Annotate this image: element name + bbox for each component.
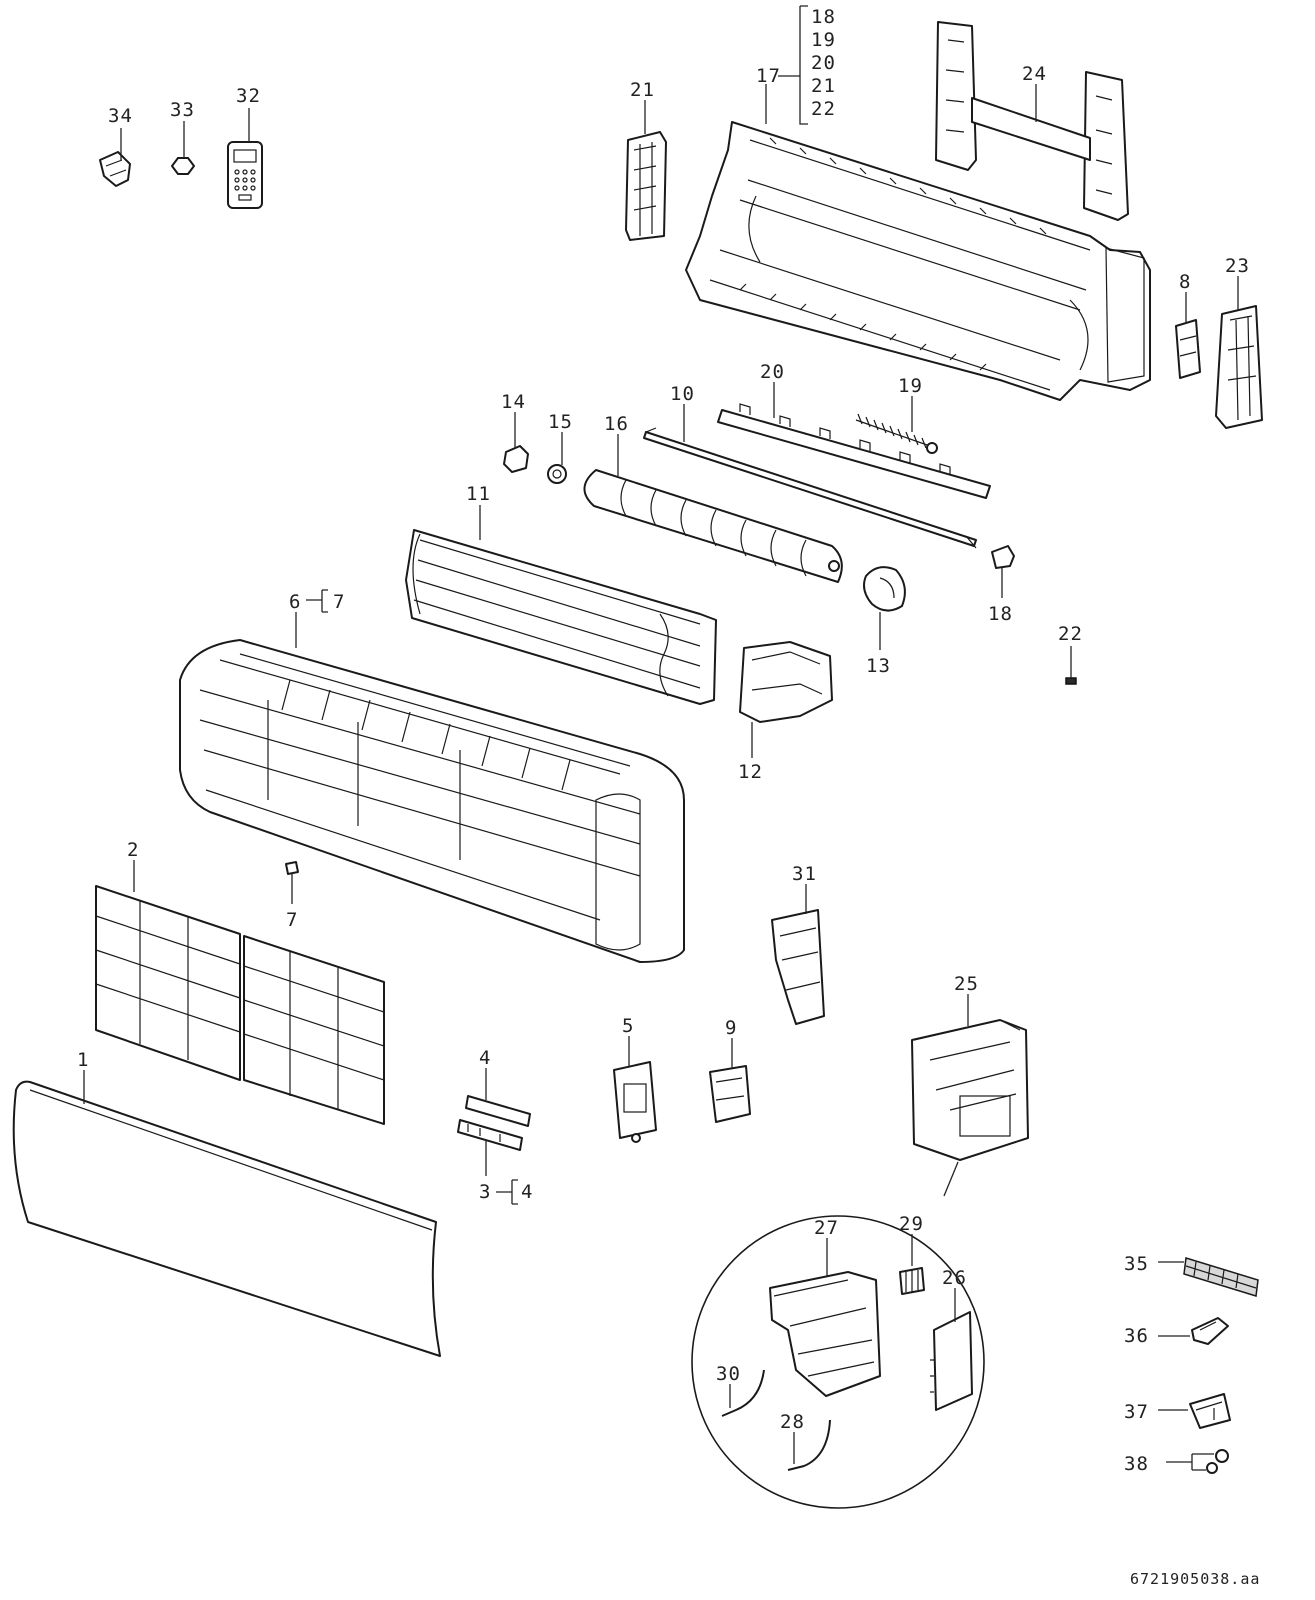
callout-30: 30 — [716, 1363, 741, 1385]
part-1-front-panel: 1 — [12, 1049, 441, 1357]
part-12-motor-bracket: 12 — [738, 641, 833, 783]
callout-28: 28 — [780, 1411, 805, 1433]
callout-16: 16 — [604, 413, 629, 435]
part-20-louver-linkage: 20 — [717, 361, 991, 499]
part-23-terminal-bracket: 23 — [1215, 255, 1263, 429]
part-37-holder: 37 — [1124, 1393, 1231, 1429]
callout-24: 24 — [1022, 63, 1047, 85]
callout-35: 35 — [1124, 1253, 1149, 1275]
callout-14: 14 — [501, 391, 526, 413]
callout-10: 10 — [670, 383, 695, 405]
callout-3-sub: 4 — [521, 1181, 533, 1203]
part-22-screw: 22 — [1058, 623, 1083, 685]
callout-4: 4 — [479, 1047, 491, 1069]
part-9-sensor-holder: 9 — [709, 1017, 751, 1123]
part-14-bearing: 14 — [501, 391, 529, 473]
part-17-chassis: 17 18 19 20 21 22 — [685, 5, 1151, 401]
part-5-control-cover: 5 — [613, 1015, 657, 1143]
part-31-electric-bracket: 31 — [771, 863, 825, 1025]
callout-7: 7 — [286, 909, 298, 931]
callout-6: 6 — [289, 591, 301, 613]
part-7-clip: 7 — [285, 861, 299, 931]
part-29-connector: 29 — [899, 1213, 925, 1295]
part-6-front-housing: 6 7 — [179, 589, 685, 963]
part-10-louver-shaft: 10 — [643, 383, 977, 549]
callout-36: 36 — [1124, 1325, 1149, 1347]
part-19-spring: 19 — [855, 375, 938, 454]
part-8-bracket: 8 — [1175, 271, 1201, 379]
callout-17-sub-0: 18 — [811, 6, 836, 28]
callout-29: 29 — [899, 1213, 924, 1235]
callout-2: 2 — [127, 839, 139, 861]
part-11-evaporator: 11 — [405, 483, 717, 705]
part-27-control-box: 27 — [769, 1217, 881, 1397]
callout-13: 13 — [866, 655, 891, 677]
part-33-nut: 33 — [170, 99, 195, 175]
part-16-crossflow-fan: 16 — [583, 413, 843, 583]
part-4-display-cover: 4 — [465, 1047, 531, 1127]
part-24-mounting-plate: 24 — [935, 21, 1129, 221]
callout-19: 19 — [898, 375, 923, 397]
part-35-filter-mesh: 35 — [1124, 1253, 1259, 1297]
callout-17-sub-1: 19 — [811, 29, 836, 51]
callout-25: 25 — [954, 973, 979, 995]
part-34-drain-connector: 34 — [99, 105, 133, 187]
callout-8: 8 — [1179, 271, 1191, 293]
callout-33: 33 — [170, 99, 195, 121]
part-26-pcb: 26 — [930, 1267, 973, 1411]
callout-26: 26 — [942, 1267, 967, 1289]
part-28-pipe-sensor: 28 — [780, 1411, 831, 1471]
part-21-side-bracket: 21 — [625, 79, 667, 241]
part-32-remote-control: 32 — [227, 85, 263, 209]
callout-32: 32 — [236, 85, 261, 107]
callout-17-sub-3: 21 — [811, 75, 836, 97]
callout-23: 23 — [1225, 255, 1250, 277]
callout-21: 21 — [630, 79, 655, 101]
callout-17-sub-2: 20 — [811, 52, 836, 74]
part-38-screws: 38 — [1124, 1449, 1229, 1475]
part-2-air-filters: 2 — [95, 839, 385, 1125]
callout-22: 22 — [1058, 623, 1083, 645]
part-30-temperature-sensor: 30 — [716, 1363, 765, 1417]
callout-17: 17 — [756, 65, 781, 87]
part-18-bearing-seat: 18 — [988, 545, 1015, 625]
callout-11: 11 — [466, 483, 491, 505]
callout-18: 18 — [988, 603, 1013, 625]
callout-15: 15 — [548, 411, 573, 433]
part-25-electrical-box: 25 — [911, 973, 1029, 1197]
callout-3: 3 — [479, 1181, 491, 1203]
callout-20: 20 — [760, 361, 785, 383]
callout-38: 38 — [1124, 1453, 1149, 1475]
part-3-display-board: 3 4 — [457, 1119, 533, 1205]
callout-9: 9 — [725, 1017, 737, 1039]
callout-37: 37 — [1124, 1401, 1149, 1423]
part-15-bearing-holder: 15 — [547, 411, 573, 484]
callout-27: 27 — [814, 1217, 839, 1239]
drawing-reference: 6721905038.aa — [1130, 1570, 1260, 1588]
callout-6-sub: 7 — [333, 591, 345, 613]
part-13-fan-motor: 13 — [863, 566, 906, 677]
callout-12: 12 — [738, 761, 763, 783]
callout-17-sub-4: 22 — [811, 98, 836, 120]
callout-1: 1 — [77, 1049, 89, 1071]
callout-5: 5 — [622, 1015, 634, 1037]
part-36-filter-element: 36 — [1124, 1317, 1229, 1347]
electrical-detail-circle: 27 29 26 30 28 — [691, 1213, 985, 1509]
callout-34: 34 — [108, 105, 133, 127]
callout-31: 31 — [792, 863, 817, 885]
